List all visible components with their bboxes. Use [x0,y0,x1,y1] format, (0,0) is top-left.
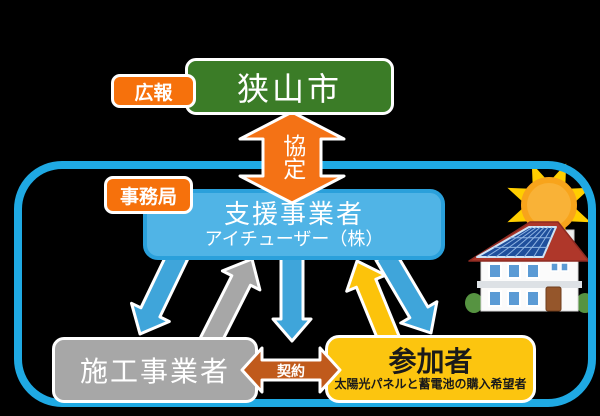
participant-box: 参加者 太陽光パネルと蓄電池の購入希望者 [325,335,536,403]
contract-arrow-label: 契約 [277,363,305,379]
installer-box: 施工事業者 [52,337,258,403]
pr-badge: 広報 [111,74,196,108]
secretariat-badge: 事務局 [104,176,193,214]
participant-subtitle: 太陽光パネルと蓄電池の購入希望者 [334,376,527,391]
city-label: 狭山市 [236,70,342,107]
pr-badge-label: 広報 [134,82,173,104]
agreement-arrow-label: 協定 [279,134,306,180]
participant-title: 参加者 [388,346,473,378]
installer-label: 施工事業者 [79,356,230,387]
support-operator-subtitle: アイチューザー（株） [204,228,384,249]
support-operator-title: 支援事業者 [223,198,364,229]
city-box: 狭山市 [185,58,394,115]
secretariat-badge-label: 事務局 [119,186,177,208]
